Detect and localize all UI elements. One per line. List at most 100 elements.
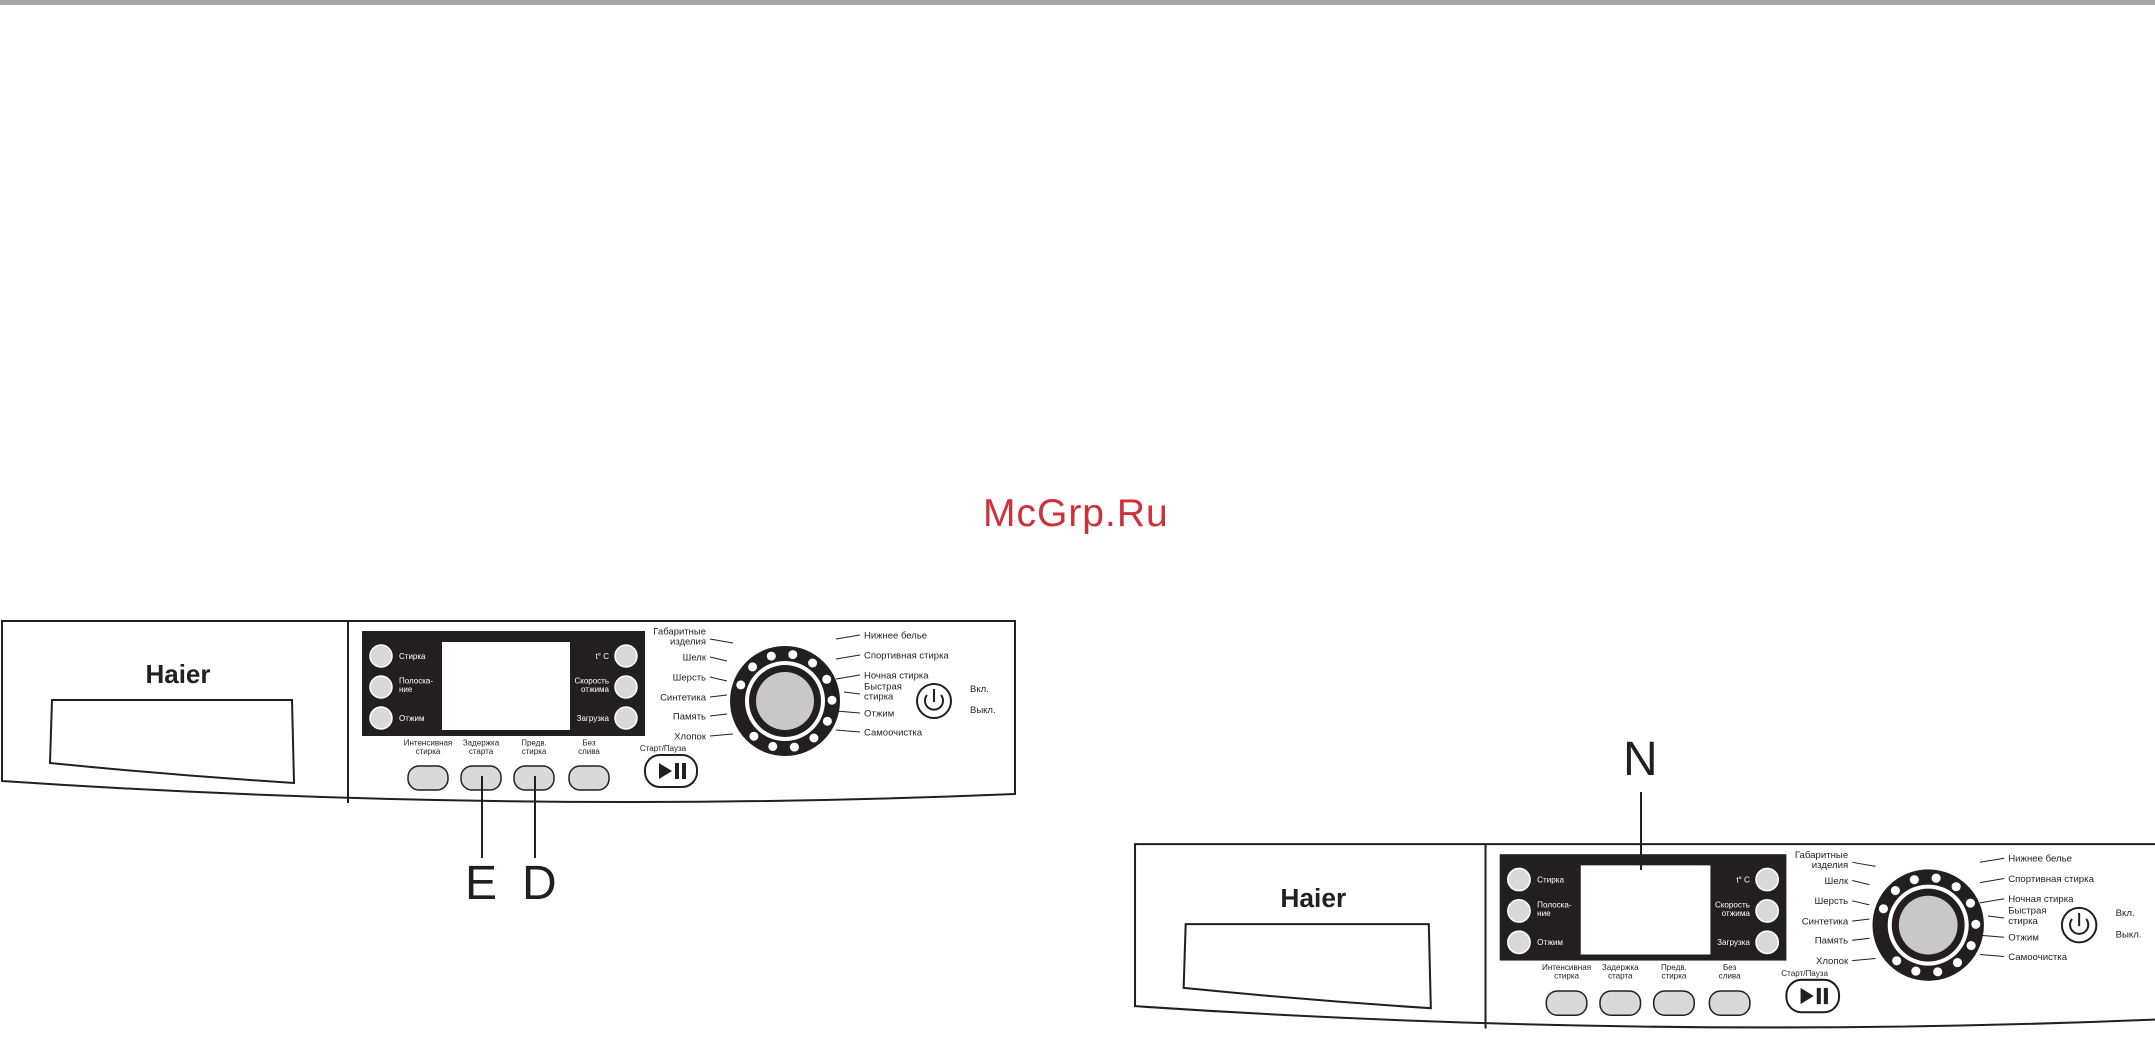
panel1-bottom-btn-0[interactable] bbox=[407, 765, 449, 791]
panel1-program-right-3-line1: Быстрая bbox=[864, 682, 902, 693]
panel1-btn-left-0[interactable] bbox=[369, 644, 393, 668]
panel1-btn-left-label-1-line2: ние bbox=[399, 685, 413, 694]
panel2-bottom-btn-0[interactable] bbox=[1545, 990, 1588, 1017]
panel1-btn-left-label-2-line1: Отжим bbox=[399, 714, 424, 723]
panel2-program-light-6 bbox=[1971, 919, 1981, 929]
panel1-bottom-btn-label-2-line2: стирка bbox=[522, 747, 547, 756]
panel2-program-right-leader-4 bbox=[1979, 934, 2005, 938]
panel1-bottom-btn-label-1-line2: старта bbox=[469, 747, 494, 756]
panel1-program-right-3-line2: стирка bbox=[864, 692, 894, 703]
panel2-drawer-handle[interactable] bbox=[1182, 923, 1432, 1010]
panel2-program-right-leader-0 bbox=[1979, 857, 2005, 863]
panel1-program-right-5-line1: Самоочистка bbox=[864, 727, 923, 738]
panel2-btn-right-label-2: Загрузка bbox=[1717, 938, 1750, 947]
panel2-bottom-btn-label-3-line1: Без bbox=[1723, 963, 1737, 972]
panel2-btn-left-1[interactable] bbox=[1507, 899, 1531, 923]
panel2-btn-left-label-2-line1: Отжим bbox=[1537, 938, 1563, 947]
panel1-btn-left-label-0-line1: Стирка bbox=[399, 652, 426, 661]
panel2-outline bbox=[1134, 843, 2155, 1029]
panel1-btn-right-label-1-line2: отжима bbox=[581, 685, 610, 694]
panel2-btn-right-0[interactable] bbox=[1755, 867, 1780, 892]
panel2-program-right-1-line1: Спортивная стирка bbox=[2008, 874, 2094, 885]
panel1-btn-right-1[interactable] bbox=[614, 675, 638, 699]
panel2-program-left-1-line1: Шелк bbox=[1825, 876, 1849, 887]
panel2-lcd-screen bbox=[1580, 865, 1711, 955]
panel1-bottom-btn-label-2: Предв.стирка bbox=[521, 738, 547, 755]
panel1-btn-right-label-0: t° C bbox=[596, 652, 610, 661]
panel2-bottom-btn-label-2: Предв.стирка bbox=[1661, 963, 1687, 981]
panel2-bottom-btn-3[interactable] bbox=[1708, 990, 1751, 1017]
panel2-program-knob[interactable] bbox=[1898, 895, 1958, 955]
panel2-program-right-4-line1: Отжим bbox=[2008, 933, 2039, 944]
panel2-bottom-btn-label-2-line1: Предв. bbox=[1661, 963, 1687, 972]
panel2-program-left-leader-2 bbox=[1852, 900, 1870, 906]
panel1-btn-left-label-1: Полоска-ние bbox=[399, 676, 433, 693]
panel1-bottom-btn-3[interactable] bbox=[568, 765, 610, 791]
panel1-btn-right-0[interactable] bbox=[614, 644, 638, 668]
panel2-bottom-btn-label-1-line2: старта bbox=[1608, 972, 1633, 981]
panel2-program-left-3-line1: Синтетика bbox=[1802, 916, 1849, 927]
panel2-btn-right-label-1-line1: Скорость bbox=[1715, 900, 1750, 909]
panel2-program-right-2: Ночная стирка bbox=[2008, 894, 2074, 905]
panel2-program-light-1 bbox=[1890, 886, 1900, 896]
panel1-btn-left-1[interactable] bbox=[369, 675, 393, 699]
panel1-program-right-leader-3 bbox=[843, 691, 861, 695]
panel1-program-light-5 bbox=[822, 674, 832, 684]
panel1-btn-right-label-1-line1: Скорость bbox=[574, 676, 609, 685]
panel2-program-left-5: Хлопок bbox=[1816, 956, 1849, 967]
panel2-btn-left-2[interactable] bbox=[1507, 930, 1531, 955]
panel1-program-light-6 bbox=[827, 695, 837, 705]
panel1-btn-right-2[interactable] bbox=[614, 706, 638, 730]
panel2-program-right-1: Спортивная стирка bbox=[2008, 874, 2094, 885]
panel2-program-left-4-line1: Память bbox=[1815, 936, 1848, 947]
panel1-program-knob[interactable] bbox=[756, 672, 814, 730]
panel1-program-left-leader-1 bbox=[709, 656, 728, 662]
panel1-lcd-screen bbox=[442, 642, 570, 730]
panel2-program-light-10 bbox=[1911, 966, 1921, 976]
panel2-bottom-btn-2[interactable] bbox=[1652, 990, 1695, 1017]
panel1-program-left-leader-5 bbox=[709, 733, 734, 737]
panel1-outline bbox=[0, 620, 1016, 804]
panel2-btn-right-label-0: t° C bbox=[1736, 875, 1750, 884]
panel2-program-left-2: Шерсть bbox=[1814, 896, 1848, 907]
panel1-btn-left-2[interactable] bbox=[369, 706, 393, 730]
callout-e: E bbox=[465, 857, 498, 910]
panel2-bottom-btn-label-0-line2: стирка bbox=[1554, 972, 1579, 981]
panel2-program-right-leader-5 bbox=[1979, 953, 2005, 958]
panel1-program-left-1-line1: Шелк bbox=[683, 652, 707, 663]
panel1-power-off-label: Выкл. bbox=[970, 705, 996, 716]
panel2-program-right-4: Отжим bbox=[2008, 933, 2039, 944]
panel2-program-left-0-line1: Габаритные bbox=[1795, 850, 1848, 861]
panel2-program-left-4: Память bbox=[1815, 936, 1848, 947]
panel1-power-icon bbox=[924, 694, 944, 711]
panel2-bottom-btn-1[interactable] bbox=[1599, 990, 1642, 1017]
panel1-program-left-3: Синтетика bbox=[660, 692, 707, 703]
panel2-btn-left-label-2: Отжим bbox=[1537, 938, 1563, 947]
panel1-bottom-btn-label-2-line1: Предв. bbox=[521, 738, 547, 747]
panel2-btn-right-label-1-line2: отжима bbox=[1722, 909, 1751, 918]
panel1-btn-left-label-2: Отжим bbox=[399, 714, 424, 723]
panel2-program-light-11 bbox=[1892, 956, 1902, 966]
panel2-pause-icon-bar-1 bbox=[1816, 987, 1821, 1005]
panel2-btn-left-0[interactable] bbox=[1507, 867, 1531, 892]
panel1-bottom-btn-label-3-line1: Без bbox=[582, 738, 596, 747]
panel1-program-left-0-line1: Габаритные bbox=[653, 627, 706, 638]
panel2-btn-right-2[interactable] bbox=[1755, 930, 1780, 955]
panel2-btn-right-1[interactable] bbox=[1755, 899, 1780, 923]
panel2-program-right-3-line2: стирка bbox=[2008, 916, 2038, 927]
panel2-btn-right-label-0-line1: t° C bbox=[1736, 875, 1750, 884]
panel2-bottom-btn-label-1-line1: Задержка bbox=[1602, 963, 1639, 972]
panel1-bottom-btn-label-1-line1: Задержка bbox=[463, 738, 500, 747]
panel2-program-right-leader-2 bbox=[1979, 898, 2005, 904]
panel1-program-light-9 bbox=[789, 742, 799, 752]
panel1-program-right-5: Самоочистка bbox=[864, 727, 923, 738]
panel1-drawer-handle[interactable] bbox=[48, 699, 296, 785]
panel1-program-right-leader-1 bbox=[835, 654, 861, 660]
panel1-program-light-4 bbox=[808, 658, 818, 668]
panel2-program-light-5 bbox=[1965, 898, 1976, 908]
